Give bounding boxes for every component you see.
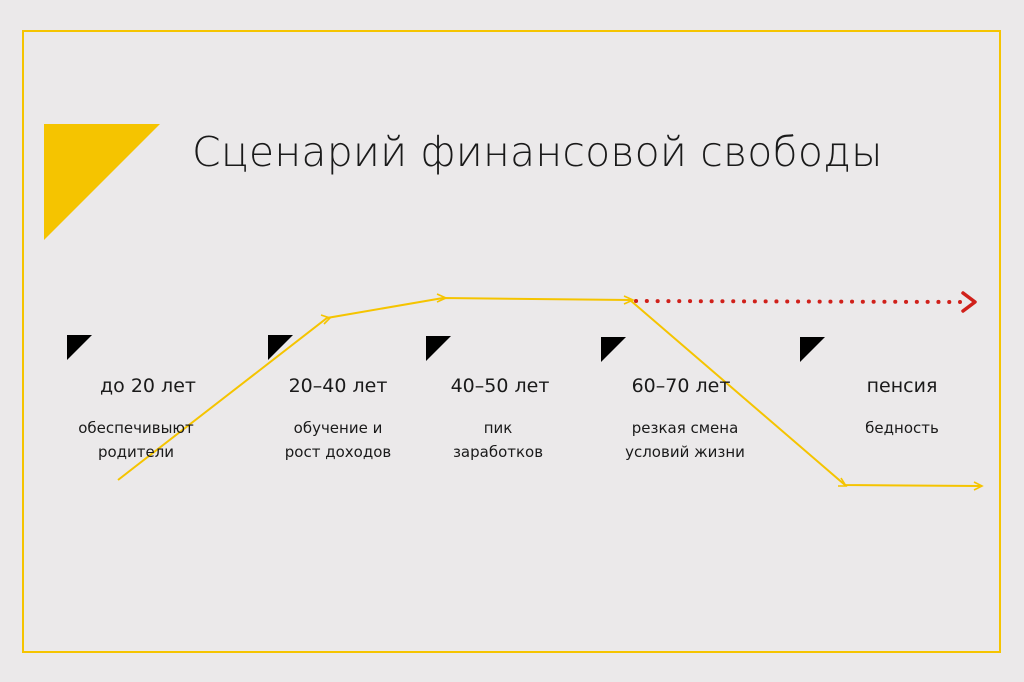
corner-triangle-logo [44, 124, 160, 240]
arrowhead [973, 481, 984, 491]
arrowhead [436, 293, 448, 303]
stage-marker-icon [268, 335, 293, 360]
stage-marker-icon [601, 337, 626, 362]
stage-age: до 20 лет [100, 375, 196, 397]
stage-age: пенсия [866, 375, 938, 397]
stage-age: 20–40 лет [288, 375, 388, 397]
stage-marker-icon [800, 337, 825, 362]
stage-age: 60–70 лет [631, 375, 731, 397]
stage-marker-icon [67, 335, 92, 360]
stage-desc: бедность [865, 419, 939, 437]
page-title: Сценарий финансовой свободы [192, 128, 883, 176]
freedom-dotted-line [634, 299, 962, 304]
slide-frame [22, 30, 1001, 653]
freedom-arrow-chevron [961, 291, 977, 313]
arrowhead [320, 314, 332, 325]
arrowhead [623, 295, 635, 305]
arrowhead [838, 477, 848, 487]
stage-marker-icon [426, 336, 451, 361]
stage-age: 40–50 лет [450, 375, 550, 397]
